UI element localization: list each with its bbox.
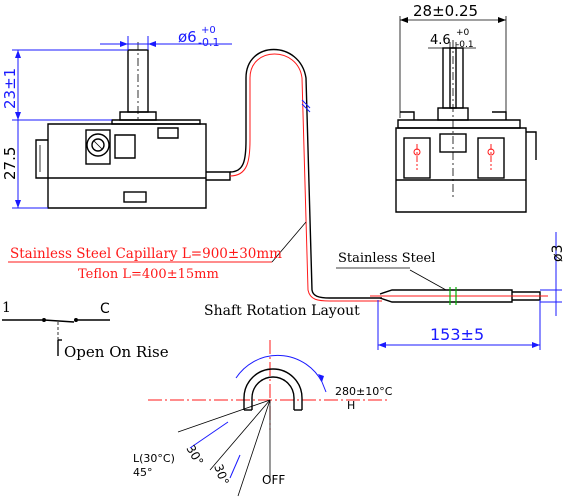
sensor-bulb: [336, 232, 562, 350]
body-outline: [47, 123, 207, 209]
angle-b-label: 30°: [211, 462, 231, 487]
angle-a-label: 30°: [183, 443, 206, 468]
terminal-right: [477, 137, 505, 179]
capillary-break-2: [301, 103, 311, 113]
screw-inner: [91, 138, 105, 152]
dim-shaft-height: 23±1: [1, 68, 19, 109]
front-body-outline: [395, 127, 527, 213]
front-center-block: [439, 133, 467, 153]
dim-flat-width: 4.6: [430, 33, 451, 48]
open-on-rise-label: Open On Rise: [64, 343, 169, 361]
left-terminal: [35, 139, 48, 179]
high-temp-label: 280±10°C: [335, 385, 393, 398]
low-temp-label: L(30°C): [133, 452, 175, 465]
dim-mount-width: 28±0.25: [413, 2, 478, 20]
bottom-slot: [123, 191, 147, 203]
dim-bulb-diameter: ø3: [550, 245, 565, 262]
rotation-arc: [235, 354, 323, 383]
screw-bracket: [85, 129, 111, 165]
off-label: OFF: [262, 473, 285, 487]
dim-arrows-shaft-diameter: [120, 41, 156, 47]
capillary-outer: [229, 48, 382, 299]
high-letter: H: [347, 399, 355, 412]
side-view: [12, 36, 232, 209]
dim-body-height: 27.5: [1, 147, 19, 180]
radial-45: [177, 399, 271, 433]
radial-30a: [209, 399, 271, 471]
low-angle-label: 45°: [133, 466, 153, 479]
dim-flat-tol-lower: -0.1: [456, 40, 474, 50]
dim-shaft-diameter: ø6: [178, 28, 197, 46]
stainless-leader: [409, 269, 447, 291]
switch-blade: [43, 319, 75, 323]
dim-arrow-body-height: [15, 200, 21, 208]
screw-head: [86, 133, 110, 157]
knob-outer: [243, 368, 303, 410]
angle-tick-1: [189, 421, 229, 449]
radial-30b: [237, 399, 271, 497]
capillary-inner: [229, 53, 382, 302]
switch-symbol: [2, 318, 110, 356]
angle-tick-2: [229, 454, 241, 479]
capillary-exit: [206, 171, 231, 181]
front-bracket-right-ear: [492, 111, 507, 120]
switch-terminal-c: C: [100, 301, 110, 317]
shaft-layout-title: Shaft Rotation Layout: [204, 303, 360, 319]
stainless-label: Stainless Steel: [338, 251, 435, 266]
dim-shaft-tol-lower: -0.1: [198, 36, 219, 49]
capillary-break-1: [301, 99, 311, 109]
front-bracket-left-ear: [400, 111, 415, 120]
capillary-leader: [271, 221, 307, 263]
rotation-arc-tail: [321, 381, 327, 393]
switch-contact-right: [74, 318, 78, 322]
switch-terminal-1: 1: [2, 300, 11, 316]
dim-bulb-length: 153±5: [430, 325, 484, 344]
teflon-label: Teflon L=400±15mm: [78, 267, 219, 282]
front-view: [395, 16, 537, 213]
dim-arrows-shaft-height: [15, 50, 21, 120]
rotation-arc-arrow: [318, 374, 324, 382]
dim-flat-tol-upper: +0: [456, 28, 470, 38]
rotation-layout: [148, 340, 390, 497]
top-tab: [157, 127, 179, 139]
terminal-left: [403, 137, 431, 179]
knob-inner: [251, 376, 295, 410]
front-bracket: [397, 119, 521, 129]
dim-shaft-tol-upper: +0: [201, 25, 216, 36]
screw-slot: [93, 140, 103, 150]
capillary-tube: [229, 48, 382, 302]
body-feature: [114, 134, 136, 159]
capillary-label: Stainless Steel Capillary L=900±30mm: [10, 246, 282, 262]
front-right-terminal: [526, 131, 537, 160]
